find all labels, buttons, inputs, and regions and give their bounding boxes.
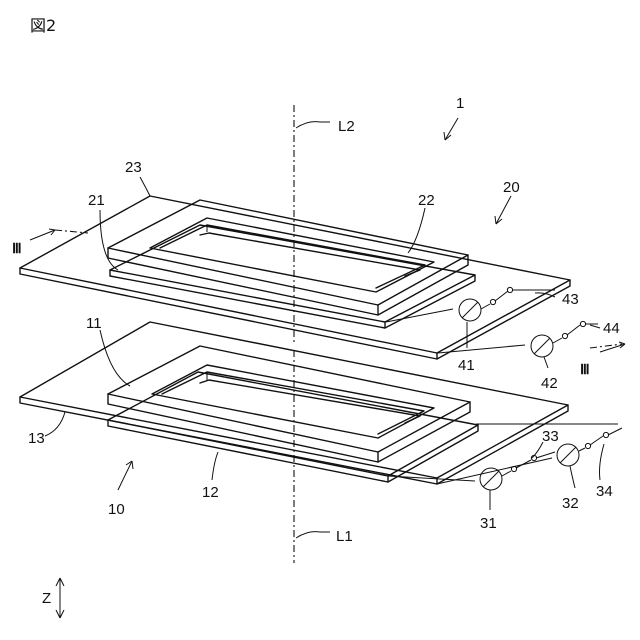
label-iii-left: Ⅲ (12, 242, 22, 257)
label-11: 11 (86, 315, 102, 332)
label-Z: Z (42, 590, 51, 607)
label-20: 20 (503, 179, 520, 196)
label-34: 34 (596, 483, 613, 500)
label-33: 33 (542, 428, 559, 445)
label-31: 31 (480, 515, 497, 532)
label-L1: L1 (336, 528, 353, 545)
label-42: 42 (541, 375, 558, 392)
switch-43-contact (490, 299, 495, 304)
lower-circuit (388, 424, 622, 490)
upper-coil-22 (108, 200, 468, 315)
z-axis-indicator (56, 578, 64, 618)
label-13: 13 (28, 430, 45, 447)
switch-34-contact (585, 443, 590, 448)
switch-44-contact (562, 333, 567, 338)
label-L2: L2 (338, 118, 355, 135)
label-12: 12 (202, 484, 219, 501)
label-41: 41 (458, 357, 475, 374)
label-1: 1 (456, 95, 464, 112)
label-iii-right: Ⅲ (580, 363, 590, 378)
label-22: 22 (418, 192, 435, 209)
lower-coil-11 (108, 346, 470, 462)
label-43: 43 (562, 291, 579, 308)
label-21: 21 (88, 192, 105, 209)
label-44: 44 (603, 320, 620, 337)
label-32: 32 (562, 495, 579, 512)
upper-plate-23 (20, 196, 570, 359)
label-23: 23 (125, 159, 142, 176)
label-10: 10 (108, 501, 125, 518)
